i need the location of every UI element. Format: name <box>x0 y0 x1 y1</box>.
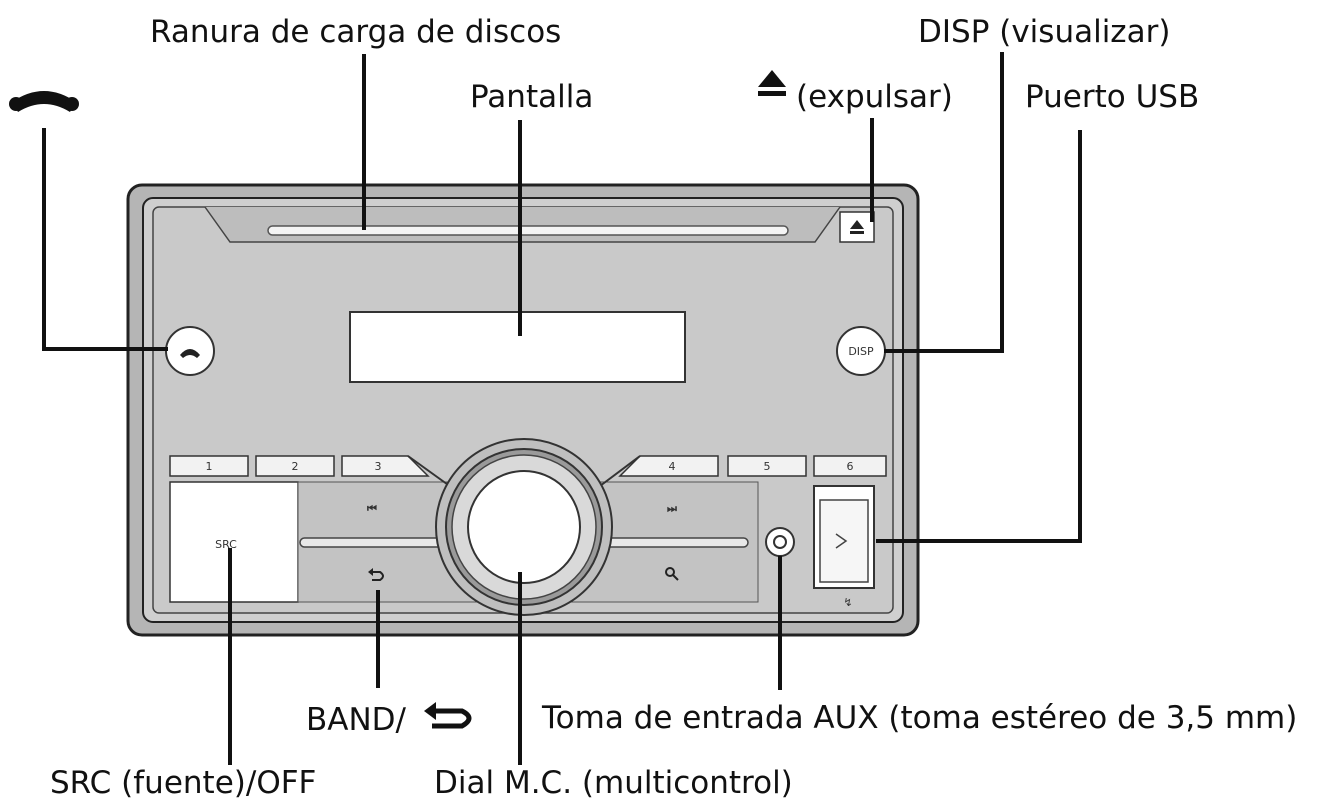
preset-button-2[interactable] <box>255 455 335 477</box>
usb-port-arrow <box>835 533 848 549</box>
preset-label-6: 6 <box>847 460 854 473</box>
label-band: BAND/ <box>306 702 407 738</box>
preset-label-3: 3 <box>375 460 382 473</box>
previous-track-icon[interactable]: ⏮ <box>367 502 377 515</box>
preset-button-3[interactable] <box>341 455 430 477</box>
eject-icon <box>850 220 864 234</box>
label-src: SRC (fuente)/OFF <box>50 765 316 801</box>
label-usb: Puerto USB <box>1025 79 1199 115</box>
back-arrow-icon[interactable] <box>368 568 384 581</box>
leader-disp <box>884 52 1004 353</box>
preset-label-1: 1 <box>206 460 213 473</box>
left-groove <box>299 537 451 548</box>
preset-button-1[interactable] <box>169 455 249 477</box>
eject-icon <box>758 70 786 96</box>
preset-label-2: 2 <box>292 460 299 473</box>
phone-handset-icon <box>9 91 79 112</box>
label-display: Pantalla <box>470 79 593 115</box>
aux-jack-hole <box>773 535 787 549</box>
phone-handset-icon <box>180 349 200 358</box>
right-groove <box>597 537 749 548</box>
next-track-icon[interactable]: ⏭ <box>667 502 677 515</box>
label-eject: (expulsar) <box>796 79 953 115</box>
label-dial: Dial M.C. (multicontrol) <box>434 765 793 801</box>
preset-button-4[interactable] <box>618 455 719 477</box>
back-arrow-icon <box>424 702 472 729</box>
preset-button-5[interactable] <box>727 455 807 477</box>
search-icon[interactable] <box>665 567 679 581</box>
preset-buttons: 1 2 3 4 5 6 <box>169 455 887 477</box>
disp-button-text: DISP <box>848 345 874 358</box>
multicontrol-dial[interactable] <box>467 470 581 584</box>
leader-phone <box>42 128 168 351</box>
disc-slot <box>267 225 789 236</box>
preset-label-4: 4 <box>669 460 676 473</box>
src-button[interactable] <box>169 481 299 603</box>
usb-icon: ↯ <box>843 596 852 609</box>
disc-slot-housing <box>204 206 841 243</box>
label-aux: Toma de entrada AUX (toma estéreo de 3,5… <box>541 700 1297 736</box>
leader-usb <box>876 130 1082 543</box>
preset-label-5: 5 <box>764 460 771 473</box>
preset-button-6[interactable] <box>813 455 887 477</box>
usb-port[interactable] <box>819 499 869 583</box>
label-disc-slot: Ranura de carga de discos <box>150 14 561 50</box>
label-disp: DISP (visualizar) <box>918 14 1170 50</box>
src-button-text: SRC <box>215 538 237 551</box>
display-screen <box>349 311 686 383</box>
eject-button[interactable] <box>839 211 875 243</box>
